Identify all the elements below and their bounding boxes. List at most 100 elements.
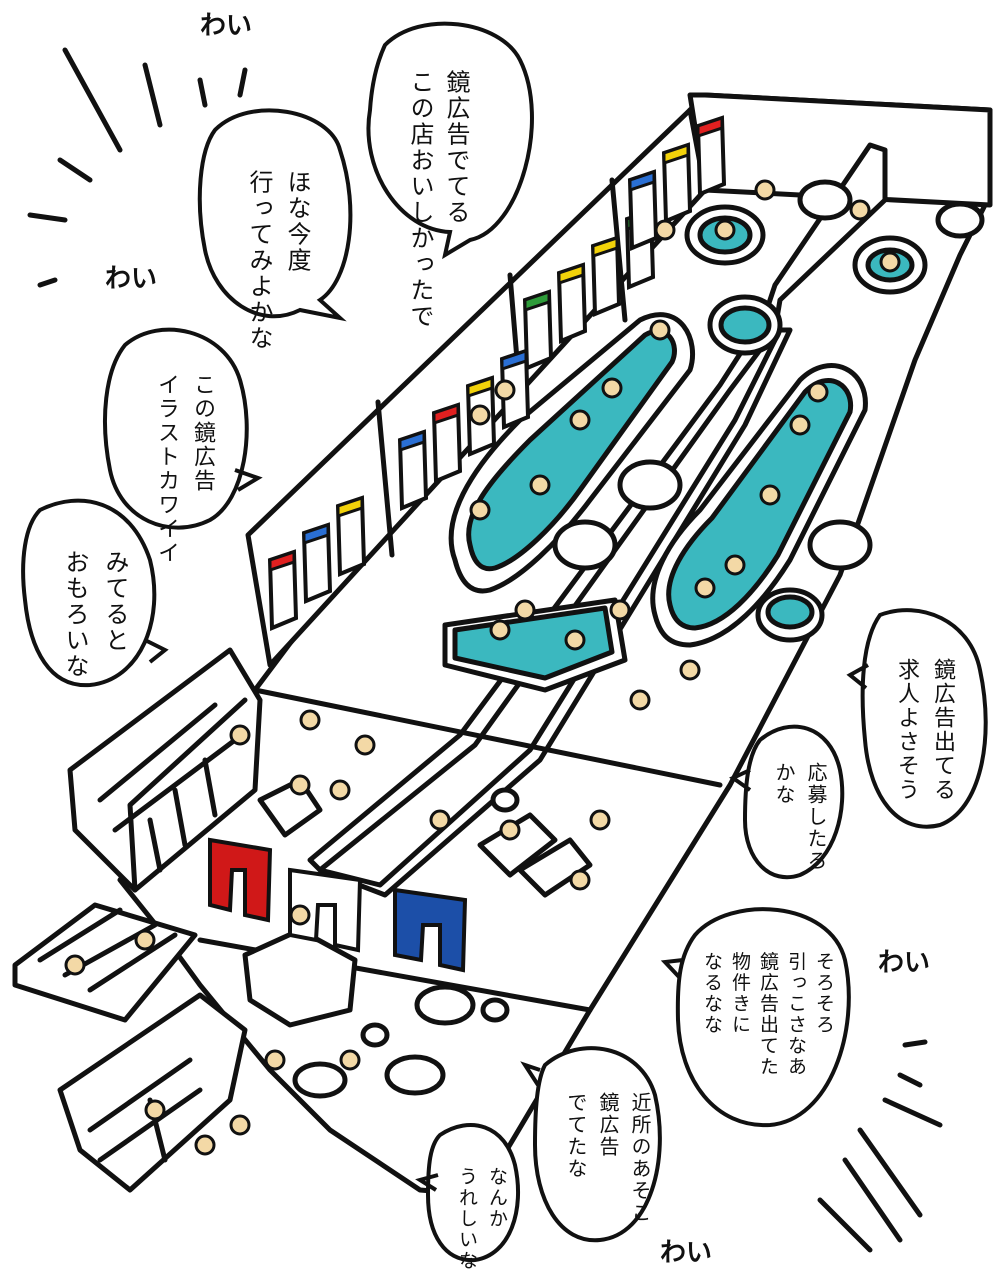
bathers <box>64 179 901 1156</box>
bubble-line: ほな今度 <box>283 169 311 274</box>
bubble-line: 鏡広告出てる <box>930 658 955 802</box>
bather-head <box>144 1099 166 1121</box>
bather-head <box>229 1114 251 1136</box>
round-tub-6 <box>617 459 683 511</box>
bather-head <box>714 219 736 241</box>
bubble-right-lower <box>660 907 851 1128</box>
bubble-line: 行ってみよかな <box>245 169 273 352</box>
cheer-label-top: わい <box>200 11 253 41</box>
bather-head <box>564 629 586 651</box>
bather-head <box>759 484 781 506</box>
noren-white <box>288 867 363 953</box>
bubble-lower-left <box>21 498 169 688</box>
bubble-line: 鏡広告 <box>596 1091 620 1158</box>
bather-head <box>429 809 451 831</box>
bubble-line: 引っこさなあ <box>785 951 807 1078</box>
noren-blue <box>393 887 468 973</box>
bubble-line: 鏡広告出てた <box>757 951 779 1078</box>
noren-red <box>208 837 273 923</box>
bubble-bottom-center <box>520 1046 662 1243</box>
round-tub-8 <box>797 179 853 221</box>
bubble-line: おもろいな <box>61 549 89 680</box>
sparkle-lines-topleft <box>27 47 248 288</box>
stool-2 <box>480 997 510 1023</box>
corner-machine <box>57 992 248 1193</box>
mirror-ad-color-tab <box>432 402 460 426</box>
bubble-text-top-center: 鏡広告でてる この店おいしかったで <box>402 50 510 329</box>
round-table-3 <box>292 1061 348 1099</box>
cheer-label-left: わい <box>105 264 158 294</box>
bather-head <box>609 599 631 621</box>
bather-head <box>354 734 376 756</box>
mirror-ad-color-tab <box>523 289 551 313</box>
stool-3 <box>360 1022 390 1048</box>
mirror-ad-color-tab <box>302 522 330 546</box>
bubble-line: 物件きに <box>729 951 751 1036</box>
bather-head <box>679 659 701 681</box>
round-tub-5 <box>807 519 873 571</box>
bather-head <box>807 381 829 403</box>
bubble-top-left <box>197 108 353 322</box>
bubble-line: みてると <box>101 549 129 654</box>
bather-head <box>849 199 871 221</box>
mirror-ad-color-tab <box>398 429 426 453</box>
bather-head <box>499 819 521 841</box>
bather-head <box>339 1049 361 1071</box>
bather-head <box>494 379 516 401</box>
bather-head <box>194 1134 216 1156</box>
bubble-line: 求人よさそう <box>894 658 919 802</box>
bubble-text-mid-left: この鏡広告 イラストカワイイ <box>148 355 256 565</box>
left-locker-grid <box>97 697 248 893</box>
bather-head <box>229 724 251 746</box>
bather-head <box>789 414 811 436</box>
bubble-line: この鏡広告 <box>190 373 215 493</box>
bather-head <box>64 954 86 976</box>
bather-head <box>469 499 491 521</box>
round-tub-9 <box>935 201 985 239</box>
bubble-right-upper <box>846 608 988 829</box>
bubble-text-top-left: ほな今度 行ってみよかな <box>240 150 354 351</box>
bubble-text-right-lower: そろそろ 引っこさなあ 鏡広告出てた 物件きに なるなな <box>698 935 866 1077</box>
bubble-line: この店おいしかったで <box>406 69 434 330</box>
central-divider-front <box>317 327 793 898</box>
bather-head <box>489 619 511 641</box>
round-tub-4-water <box>765 594 815 630</box>
bubble-line: イラストカワイイ <box>154 373 179 565</box>
bather-head <box>754 179 776 201</box>
bather-head <box>264 1049 286 1071</box>
bather-head <box>329 779 351 801</box>
bather-head <box>879 251 901 273</box>
bath-water-right <box>666 378 854 631</box>
sparkle-lines-bottomright <box>817 1039 943 1253</box>
bather-head <box>289 904 311 926</box>
bubble-text-bottom-center: 近所のあそこ 鏡広告 でてたな <box>560 1075 688 1224</box>
bather-head <box>694 577 716 599</box>
mirror-ad-color-tab <box>336 495 364 519</box>
round-tub-3-water <box>718 305 772 345</box>
mirror-ad-color-tab <box>557 262 585 286</box>
bubble-text-bottom-left: なんか うれしいな <box>452 1150 542 1271</box>
bubble-right-mid <box>729 724 845 880</box>
mirror-ad-color-tab <box>466 375 494 399</box>
bather-head <box>589 809 611 831</box>
massage-chair-3 <box>517 837 593 898</box>
floor-line-1 <box>252 687 723 788</box>
bubble-text-right-mid: 応募したろ かな <box>768 745 864 872</box>
bather-head <box>724 554 746 576</box>
mirror-ad-color-tab <box>268 549 296 573</box>
round-table-2 <box>384 1054 446 1096</box>
bubble-text-right-upper: 鏡広告出てる 求人よさそう <box>888 640 996 802</box>
bather-head <box>529 474 551 496</box>
cheer-label-bottom: わい <box>660 1238 713 1268</box>
mirror-ad-color-tab <box>696 115 724 139</box>
bubble-line: うれしいな <box>456 1166 478 1271</box>
bubble-line: かな <box>772 761 796 806</box>
bubble-mid-left <box>103 327 263 530</box>
bather-head <box>299 709 321 731</box>
bather-head <box>514 599 536 621</box>
bather-head <box>601 377 623 399</box>
bather-head <box>289 774 311 796</box>
bather-head <box>654 219 676 241</box>
